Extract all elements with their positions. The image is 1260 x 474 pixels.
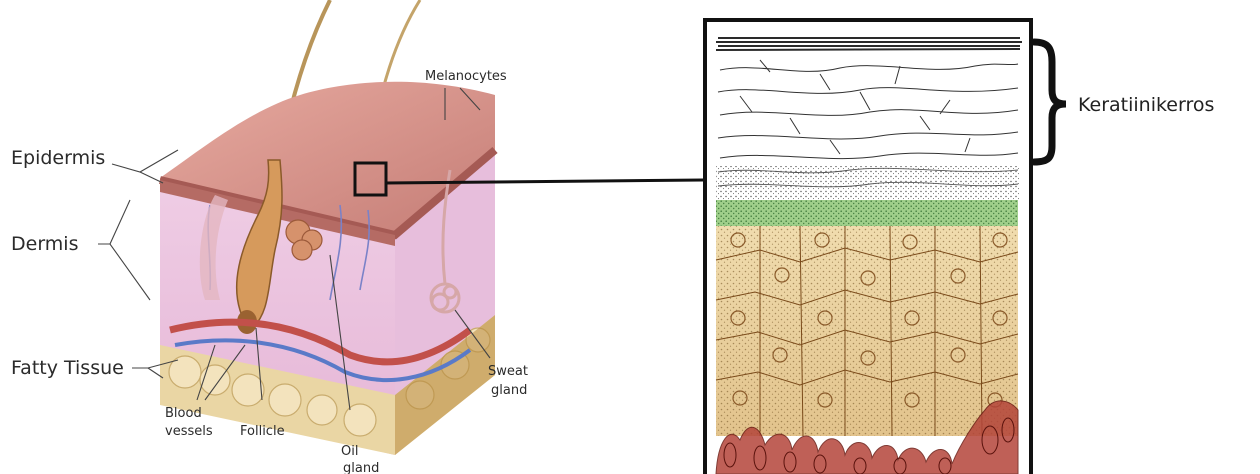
- label-dermis: Dermis: [11, 233, 78, 255]
- label-oil-line2: gland: [343, 461, 379, 474]
- label-follicle: Follicle: [240, 424, 285, 439]
- label-sweat-line2: gland: [491, 383, 527, 398]
- keratin-layer-brace: [1034, 42, 1066, 162]
- label-fatty-tissue: Fatty Tissue: [11, 357, 124, 379]
- label-blood-line1: Blood: [165, 406, 202, 421]
- label-oil-line1: Oil: [341, 444, 358, 459]
- label-epidermis: Epidermis: [11, 147, 105, 169]
- label-blood-line2: vessels: [165, 424, 213, 439]
- label-melanocytes: Melanocytes: [425, 69, 507, 84]
- epidermis-magnified-panel: [704, 19, 1032, 474]
- label-sweat-line1: Sweat: [488, 364, 528, 379]
- label-keratiinikerros: Keratiinikerros: [1078, 94, 1214, 116]
